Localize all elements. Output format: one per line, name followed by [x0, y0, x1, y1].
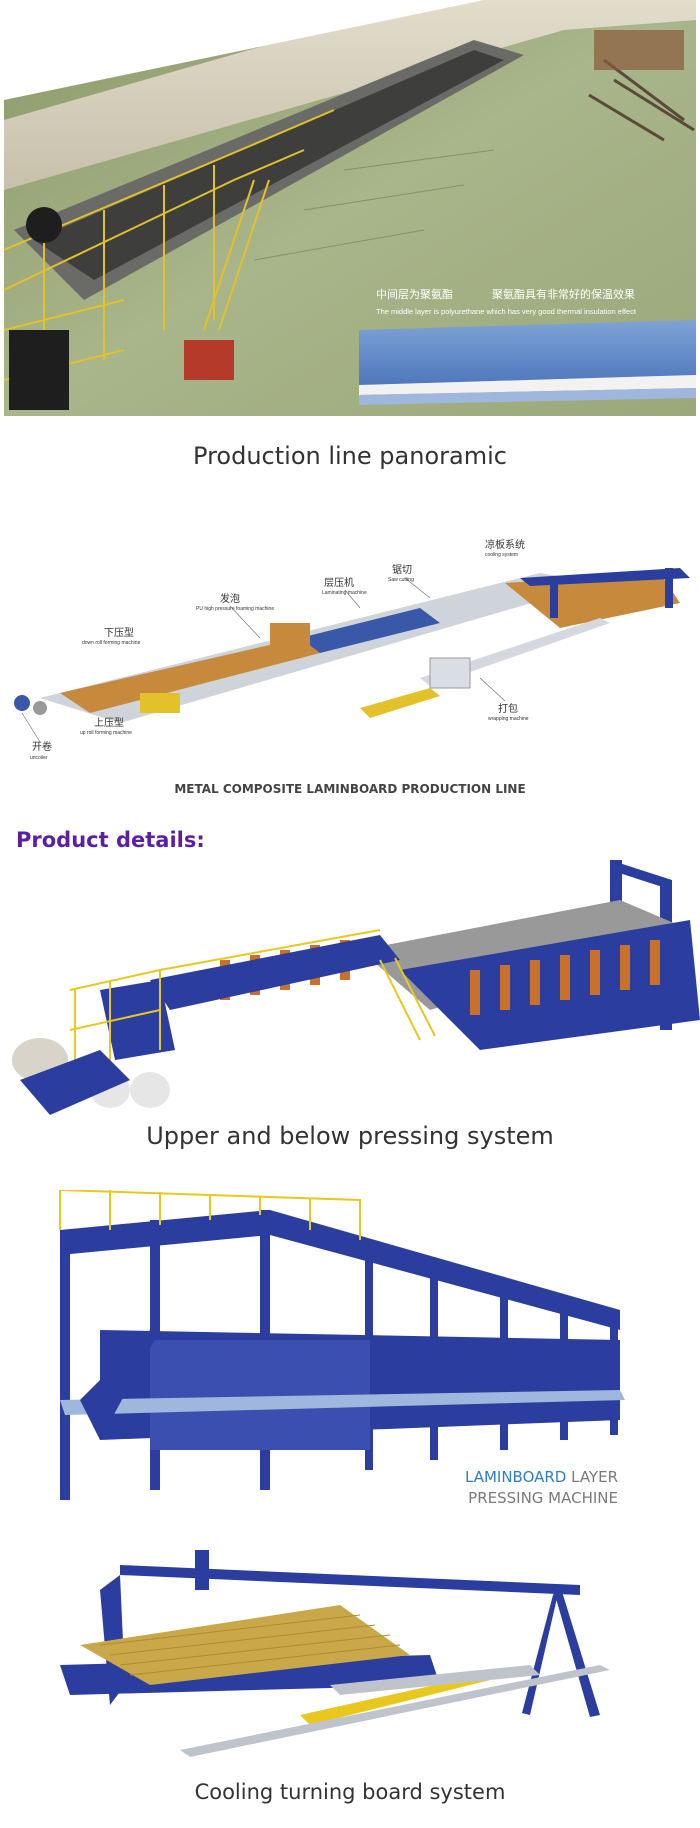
overlay-cn-right: 聚氨酯具有非常好的保温效果: [492, 287, 635, 301]
svg-text:打包: 打包: [498, 702, 518, 715]
cooling-system-image: [0, 1545, 700, 1770]
laminboard-machine-image: [0, 1188, 700, 1530]
label-uncoiler: 开卷 uncoiler: [30, 740, 52, 761]
laminboard-title-highlight: LAMINBOARD: [465, 1468, 567, 1486]
label-laminating: 层压机 Laminating machine: [322, 576, 367, 596]
svg-text:开卷: 开卷: [32, 740, 52, 753]
product-details-heading: Product details:: [16, 828, 205, 852]
label-up-roll: 上压型 up roll forming machine: [80, 716, 132, 736]
svg-text:Laminating machine: Laminating machine: [322, 590, 367, 596]
overlay-cn-left: 中间层为聚氨酯: [376, 288, 453, 301]
factory-photo: 中间层为聚氨酯 聚氨酯具有非常好的保温效果 The middle layer i…: [4, 0, 696, 416]
svg-text:上压型: 上压型: [94, 716, 124, 729]
svg-text:PU high pressure foaming machi: PU high pressure foaming machine: [196, 606, 274, 612]
svg-text:凉板系统: 凉板系统: [485, 538, 525, 551]
laminboard-title-rest: LAYER: [566, 1468, 618, 1486]
svg-text:发泡: 发泡: [220, 592, 240, 605]
caption-cooling-system: Cooling turning board system: [194, 1780, 506, 1804]
label-saw: 锯切 Saw cutting: [388, 564, 414, 583]
label-wrapping: 打包 wrapping machine: [488, 702, 529, 722]
label-foaming: 发泡 PU high pressure foaming machine: [196, 592, 274, 612]
pressing-system-image: [0, 850, 700, 1120]
label-cooling: 凉板系统 cooling system: [485, 538, 525, 558]
label-down-roll: 下压型 down roll forming machine: [82, 626, 141, 646]
svg-text:层压机: 层压机: [324, 576, 354, 589]
laminboard-title-line2: PRESSING MACHINE: [468, 1489, 618, 1507]
caption-pressing-system: Upper and below pressing system: [146, 1122, 554, 1150]
svg-text:Saw cutting: Saw cutting: [388, 577, 414, 583]
svg-text:锯切: 锯切: [392, 564, 412, 576]
caption-panoramic: Production line panoramic: [193, 442, 507, 470]
svg-text:cooling system: cooling system: [485, 552, 518, 558]
diagram-title: METAL COMPOSITE LAMINBOARD PRODUCTION LI…: [174, 782, 526, 796]
svg-text:uncoiler: uncoiler: [30, 755, 48, 761]
laminboard-title: LAMINBOARD LAYER PRESSING MACHINE: [465, 1467, 618, 1509]
overlay-en: The middle layer is polyurethane which h…: [376, 307, 637, 316]
svg-text:up roll forming machine: up roll forming machine: [80, 730, 132, 736]
svg-text:下压型: 下压型: [104, 626, 134, 639]
svg-text:wrapping machine: wrapping machine: [488, 716, 529, 722]
production-line-diagram: 开卷 uncoiler 下压型 down roll forming machin…: [0, 528, 700, 768]
svg-text:down roll forming machine: down roll forming machine: [82, 640, 141, 646]
